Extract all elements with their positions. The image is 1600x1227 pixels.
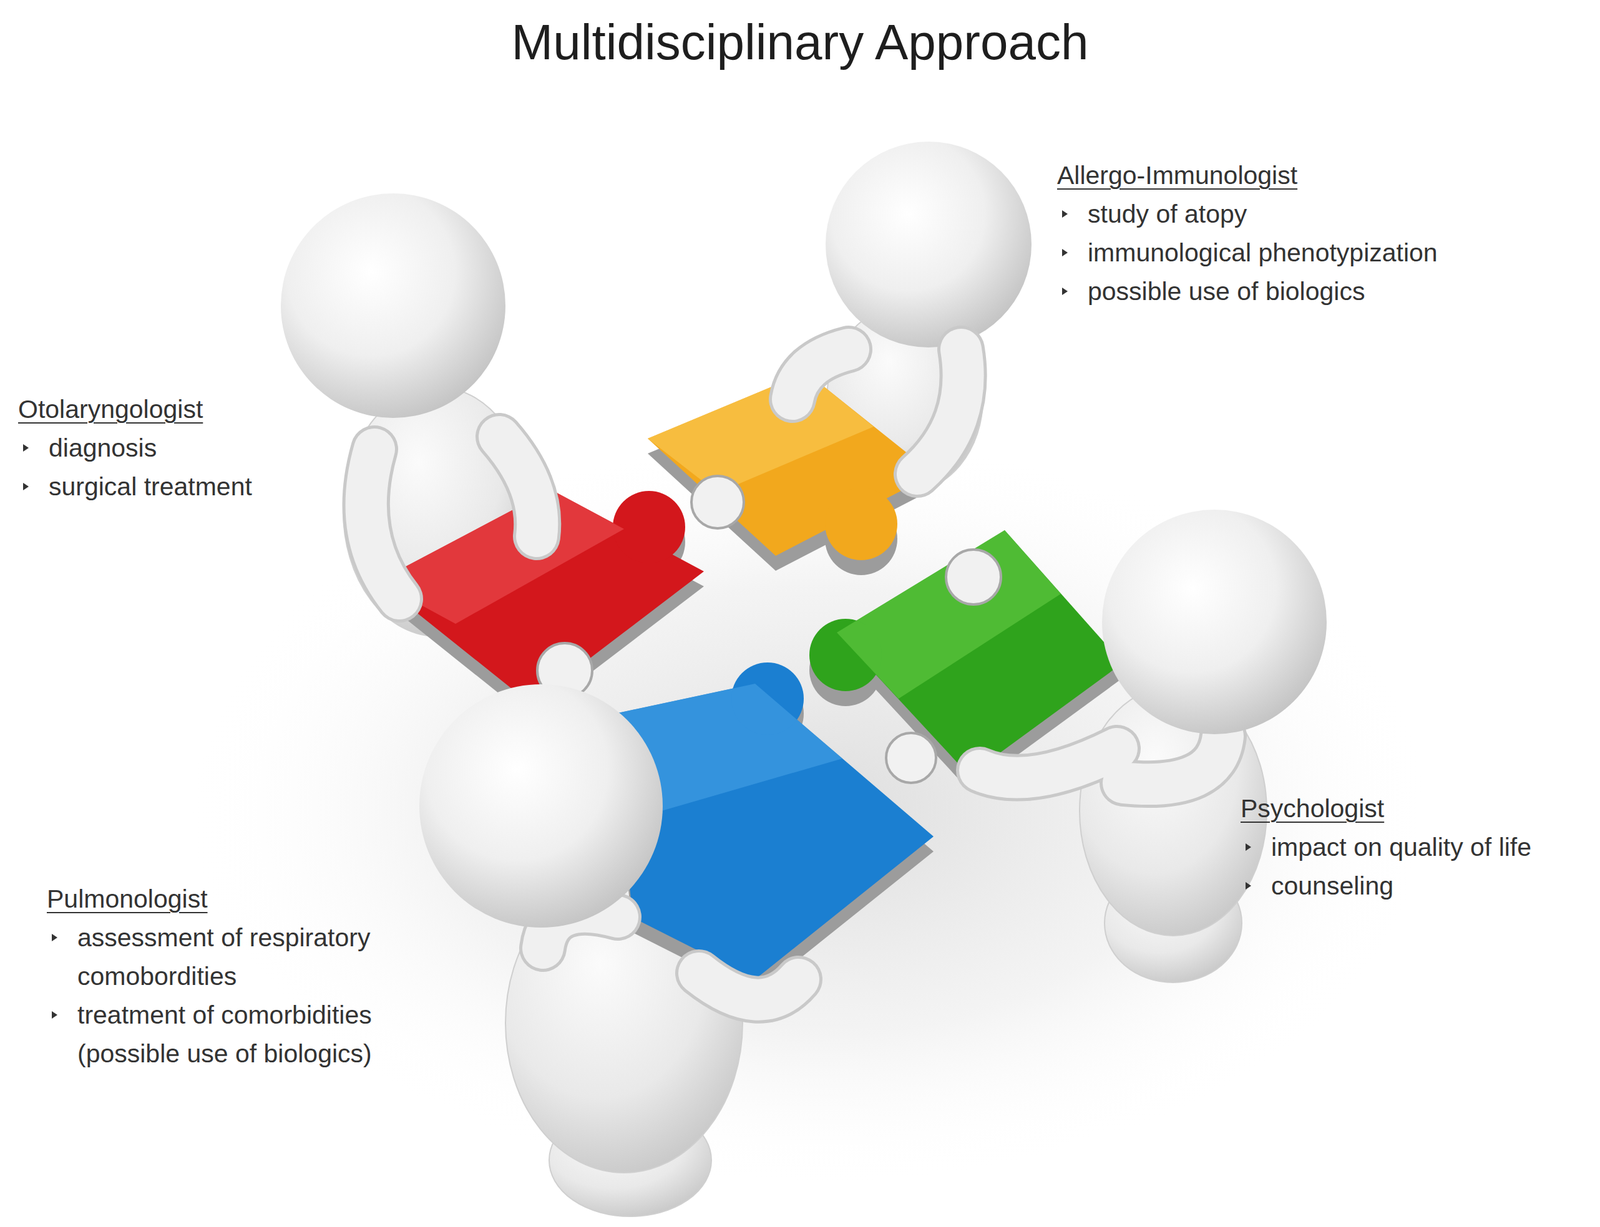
role-heading-row: Psychologist (1240, 789, 1532, 829)
figure-head (1102, 509, 1327, 735)
role-heading-row: Pulmonologist (46, 879, 428, 919)
arm (698, 973, 799, 1001)
specialist-heading: Pulmonologist (46, 879, 208, 919)
bullet-marker (23, 444, 29, 452)
role-item: surgical treatment (48, 467, 253, 507)
arm (979, 748, 1118, 779)
puzzle-piece (809, 530, 1123, 776)
role-item: impact on quality of life (1271, 828, 1532, 867)
bullet-marker (51, 1011, 58, 1020)
arm (917, 349, 964, 475)
role-item-row: surgical treatment (18, 467, 253, 507)
arm (499, 436, 538, 537)
role-item-row: assessment of respiratory comobordities (46, 918, 428, 996)
piece-face (836, 530, 1123, 776)
role-label-group: Allergo-Immunologiststudy of atopyimmuno… (1057, 156, 1438, 311)
figure-arms (366, 349, 1224, 1001)
arm-fill (366, 349, 1224, 1001)
role-item-row: study of atopy (1057, 194, 1438, 234)
arm-outline (366, 349, 1224, 1001)
role-item: study of atopy (1087, 194, 1247, 234)
role-item-row: counseling (1240, 866, 1532, 906)
bullet-box (18, 428, 49, 468)
diagram-title: Multidisciplinary Approach (0, 11, 1600, 74)
bullet-marker (51, 934, 58, 942)
piece-face (612, 683, 934, 980)
arm (979, 748, 1118, 779)
bullet-box (18, 467, 49, 507)
figure-head (825, 141, 1032, 348)
arm (917, 349, 964, 475)
role-label-group: Pulmonologistassessment of respiratory c… (46, 879, 428, 1074)
arm (792, 349, 849, 400)
role-item: assessment of respiratory comobordities (77, 918, 428, 996)
bullet-marker (1062, 248, 1068, 257)
bullet-marker (1062, 210, 1068, 218)
role-item: immunological phenotypization (1087, 233, 1438, 273)
piece-hole (691, 476, 744, 529)
arm (366, 449, 400, 600)
bullet-marker (1245, 882, 1252, 890)
arm (1123, 736, 1224, 785)
piece-shine (647, 372, 874, 493)
arm (499, 436, 538, 537)
figure-head (419, 684, 663, 928)
bullet-marker (1062, 287, 1068, 296)
arm (366, 449, 400, 600)
bullet-box (1057, 233, 1088, 273)
piece-hole (886, 733, 937, 784)
arm (698, 973, 799, 1001)
bullet-marker (23, 482, 29, 491)
bullet-box (1057, 272, 1088, 311)
role-heading-row: Otolaryngologist (18, 390, 253, 429)
piece-hole (946, 549, 1001, 605)
bullet-box (46, 995, 78, 1035)
bullet-box (1240, 866, 1272, 906)
role-heading-row: Allergo-Immunologist (1057, 156, 1438, 195)
arm (792, 349, 849, 400)
figure-head (280, 193, 506, 419)
role-item: possible use of biologics (1087, 272, 1365, 311)
bullet-box (46, 918, 78, 958)
piece-shine (836, 530, 1061, 699)
role-item-row: diagnosis (18, 428, 253, 468)
role-item-row: impact on quality of life (1240, 828, 1532, 867)
role-label-group: Otolaryngologistdiagnosissurgical treatm… (18, 390, 253, 507)
specialist-heading: Allergo-Immunologist (1057, 156, 1298, 195)
role-item-row: immunological phenotypization (1057, 233, 1438, 273)
bullet-marker (1245, 843, 1252, 852)
role-item: diagnosis (48, 428, 157, 468)
role-label-group: Psychologistimpact on quality of lifecou… (1240, 789, 1532, 906)
arm (1123, 736, 1224, 785)
specialist-heading: Psychologist (1240, 789, 1385, 829)
role-item: treatment of comorbidities (possible use… (77, 995, 428, 1074)
specialist-heading: Otolaryngologist (18, 390, 203, 429)
piece-knob (824, 487, 898, 561)
bullet-box (1240, 828, 1272, 867)
role-item-row: possible use of biologics (1057, 272, 1438, 311)
role-item-row: treatment of comorbidities (possible use… (46, 995, 428, 1074)
bullet-box (1057, 194, 1088, 234)
role-item: counseling (1271, 866, 1394, 906)
piece-knob (612, 491, 686, 564)
